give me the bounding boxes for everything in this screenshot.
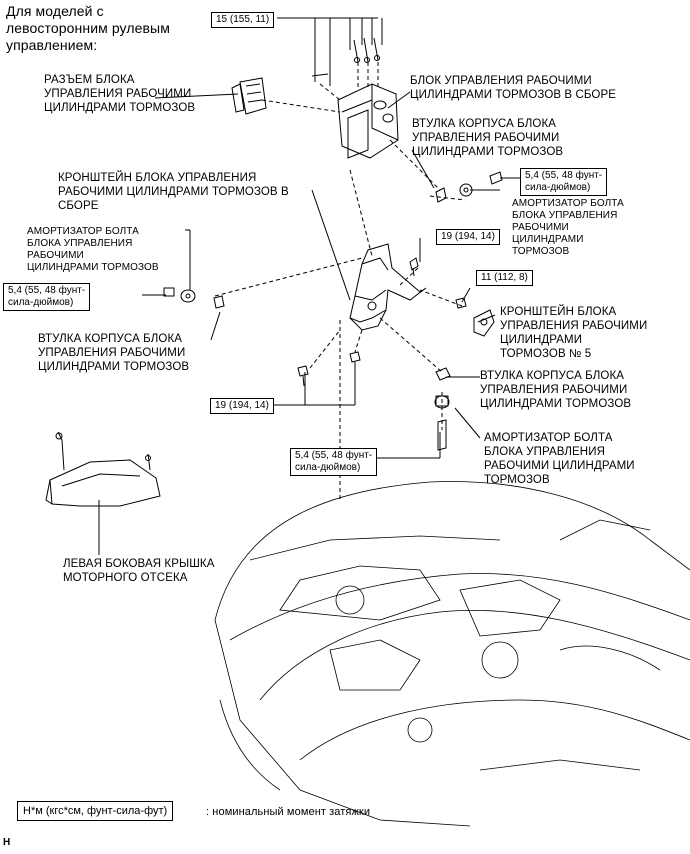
corner-mark: H [3, 837, 11, 848]
legend-unit-box: Н*м (кгс*см, фунт-сила-фут) [17, 801, 174, 821]
torque-box-15: 15 (155, 11) [211, 12, 275, 28]
label-damper-left: АМОРТИЗАТОР БОЛТА БЛОКА УПРАВЛЕНИЯ РАБОЧ… [27, 226, 159, 273]
bracket-part [349, 243, 427, 331]
bolts [297, 257, 467, 387]
torque-box-19-lower: 19 (194, 14) [210, 398, 274, 414]
legend-description: : номинальный момент затяжки [206, 806, 371, 818]
torque-box-11: 11 (112, 8) [476, 270, 533, 286]
label-connector: РАЗЪЕМ БЛОКА УПРАВЛЕНИЯ РАБОЧИМИ ЦИЛИНДР… [44, 74, 196, 114]
torque-box-54-left: 5,4 (55, 48 фунт- сила-дюймов) [3, 283, 91, 311]
page-heading: Для моделей с левосторонним рулевым упра… [6, 3, 170, 53]
bottom-parts [434, 367, 451, 451]
label-bushing-left: ВТУЛКА КОРПУСА БЛОКА УПРАВЛЕНИЯ РАБОЧИМИ… [38, 333, 190, 373]
label-damper-bottom: АМОРТИЗАТОР БОЛТА БЛОКА УПРАВЛЕНИЯ РАБОЧ… [484, 432, 635, 486]
engine-bay-drawing [214, 481, 690, 827]
label-bracket-assembly: КРОНШТЕЙН БЛОКА УПРАВЛЕНИЯ РАБОЧИМИ ЦИЛИ… [58, 172, 289, 212]
label-bushing-bottom: ВТУЛКА КОРПУСА БЛОКА УПРАВЛЕНИЯ РАБОЧИМИ… [480, 370, 632, 410]
label-bracket-no5: КРОНШТЕЙН БЛОКА УПРАВЛЕНИЯ РАБОЧИМИ ЦИЛИ… [500, 306, 648, 360]
connector-part [231, 77, 267, 115]
bushing-top-part [435, 171, 503, 203]
label-actuator-assembly: БЛОК УПРАВЛЕНИЯ РАБОЧИМИ ЦИЛИНДРАМИ ТОРМ… [410, 75, 617, 101]
side-cover-part [45, 431, 161, 507]
bracket-no5-part [473, 309, 495, 337]
label-bushing-top: ВТУЛКА КОРПУСА БЛОКА УПРАВЛЕНИЯ РАБОЧИМИ… [412, 118, 564, 158]
label-damper-right: АМОРТИЗАТОР БОЛТА БЛОКА УПРАВЛЕНИЯ РАБОЧ… [512, 198, 624, 257]
leader-lines [98, 17, 528, 555]
actuator-part [311, 37, 399, 159]
torque-box-19-upper: 19 (194, 14) [436, 229, 500, 245]
torque-box-54-right: 5,4 (55, 48 фунт- сила-дюймов) [520, 168, 608, 196]
label-side-cover: ЛЕВАЯ БОКОВАЯ КРЫШКА МОТОРНОГО ОТСЕКА [63, 558, 215, 584]
bushing-left-part [163, 287, 225, 309]
torque-box-54-bottom: 5,4 (55, 48 фунт- сила-дюймов) [290, 448, 378, 476]
